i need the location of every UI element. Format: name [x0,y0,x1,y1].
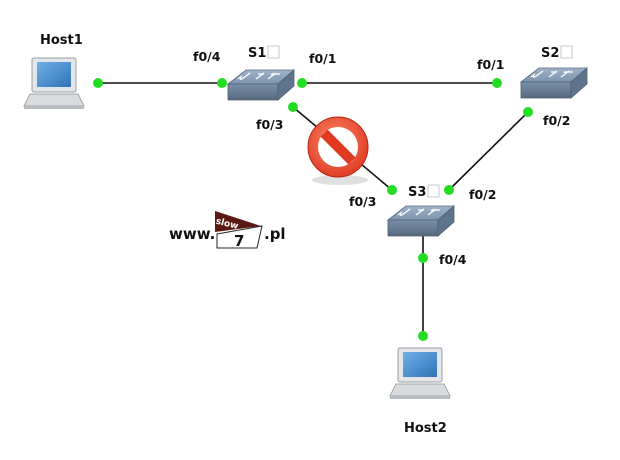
port-dot-s3-f0-4 [418,253,428,263]
port-label-s1-s3: f0/3 [256,117,283,132]
switch-s2[interactable] [520,67,588,99]
links [98,82,529,336]
no-entry-icon [307,116,369,185]
port-dot-host1 [93,78,103,88]
host2-label: Host2 [404,421,447,436]
switch-s1[interactable] [227,69,295,101]
port-label-s1-s2: f0/1 [309,51,336,66]
watermark-logo: www. slow 7 .pl [169,211,286,250]
port-label-s3-host: f0/4 [439,252,467,267]
watermark-suffix: .pl [264,225,286,243]
switch-s2-label: S2 [541,46,559,61]
port-dot-s1-f0-3 [288,102,298,112]
watermark-logo-bottom: 7 [234,232,244,250]
port-dot-s1-f0-1 [297,78,307,88]
port-label-s3-s2: f0/2 [469,187,496,202]
port-label-s2-s3: f0/2 [543,113,570,128]
link-s2-s3 [448,111,529,191]
switch-s3-tag-box [427,184,440,198]
host1[interactable] [23,57,85,110]
switch-s2-tag-box [560,45,573,59]
port-label-s1-host: f0/4 [193,49,221,64]
port-label-s3-s1: f0/3 [349,194,376,209]
port-dot-s2-f0-1 [492,78,502,88]
port-dot-s3-f0-3 [387,185,397,195]
port-dot-s2-f0-2 [523,107,533,117]
port-label-s2-s1: f0/1 [477,57,504,72]
host2[interactable] [389,347,451,400]
port-indicators [93,78,533,341]
switch-s3-label: S3 [408,185,426,200]
switch-s1-tag-box [267,45,280,59]
port-dot-host2 [418,331,428,341]
watermark-prefix: www. [169,225,215,243]
port-dot-s3-f0-2 [444,185,454,195]
host1-label: Host1 [40,33,83,48]
switch-s1-label: S1 [248,46,266,61]
switch-s3[interactable] [387,205,455,237]
port-dot-s1-f0-4 [217,78,227,88]
